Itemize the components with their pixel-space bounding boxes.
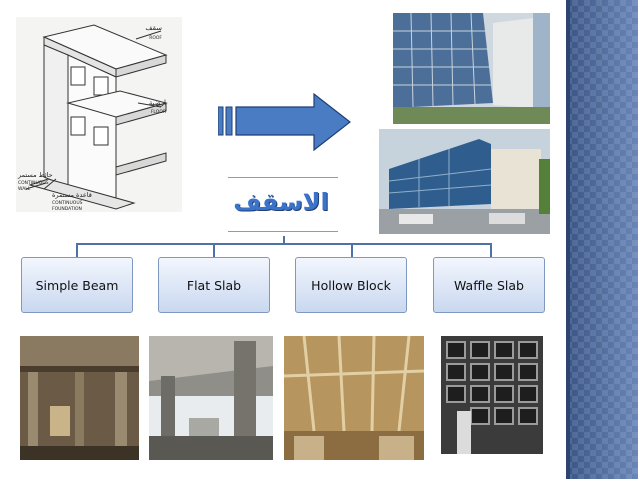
floor-label-en: FLOOR (151, 109, 166, 115)
glass-building-photo-2 (379, 129, 550, 234)
tree-bar (76, 243, 492, 245)
glass-building-photo-1 (393, 13, 550, 124)
waffle-slab-photo (441, 336, 543, 454)
page-title: الاسقف (233, 188, 329, 216)
tree-stem (283, 236, 285, 244)
simple-beam-box: Simple Beam (21, 257, 133, 313)
simple-beam-photo (20, 336, 139, 460)
sketch-drawing: سقف ROOF ارضية FLOOR حائط مستمر CONTINUO… (17, 24, 168, 212)
flat-slab-box: Flat Slab (158, 257, 270, 313)
wall-label-en1: CONTINUOUS (18, 180, 49, 186)
foundation-label-en2: FOUNDATION (52, 206, 82, 212)
building-section-sketch: سقف ROOF ارضية FLOOR حائط مستمر CONTINUO… (16, 17, 182, 212)
wall-label-en2: WALL (18, 186, 31, 192)
foundation-label-en1: CONTINUOUS (52, 200, 83, 206)
tree-drop-1 (76, 243, 78, 257)
hollow-block-box: Hollow Block (295, 257, 407, 313)
roof-label-en: ROOF (149, 35, 162, 41)
foundation-label-ar: قاعدة مستمرة (52, 191, 92, 199)
title-underline-top (228, 177, 338, 178)
tree-drop-2 (213, 243, 215, 257)
title-underline-bottom (228, 231, 338, 232)
tree-drop-3 (351, 243, 353, 257)
sidebar-edge (566, 0, 570, 479)
hollow-block-photo (284, 336, 424, 460)
roof-label-ar: سقف (145, 24, 162, 32)
sidebar-panel (566, 0, 638, 479)
wall-label-ar: حائط مستمر (17, 171, 53, 179)
waffle-slab-box: Waffle Slab (433, 257, 545, 313)
floor-label-ar: ارضية (149, 99, 166, 107)
right-arrow-icon (218, 93, 351, 151)
tree-drop-4 (490, 243, 492, 257)
flat-slab-photo (149, 336, 273, 460)
